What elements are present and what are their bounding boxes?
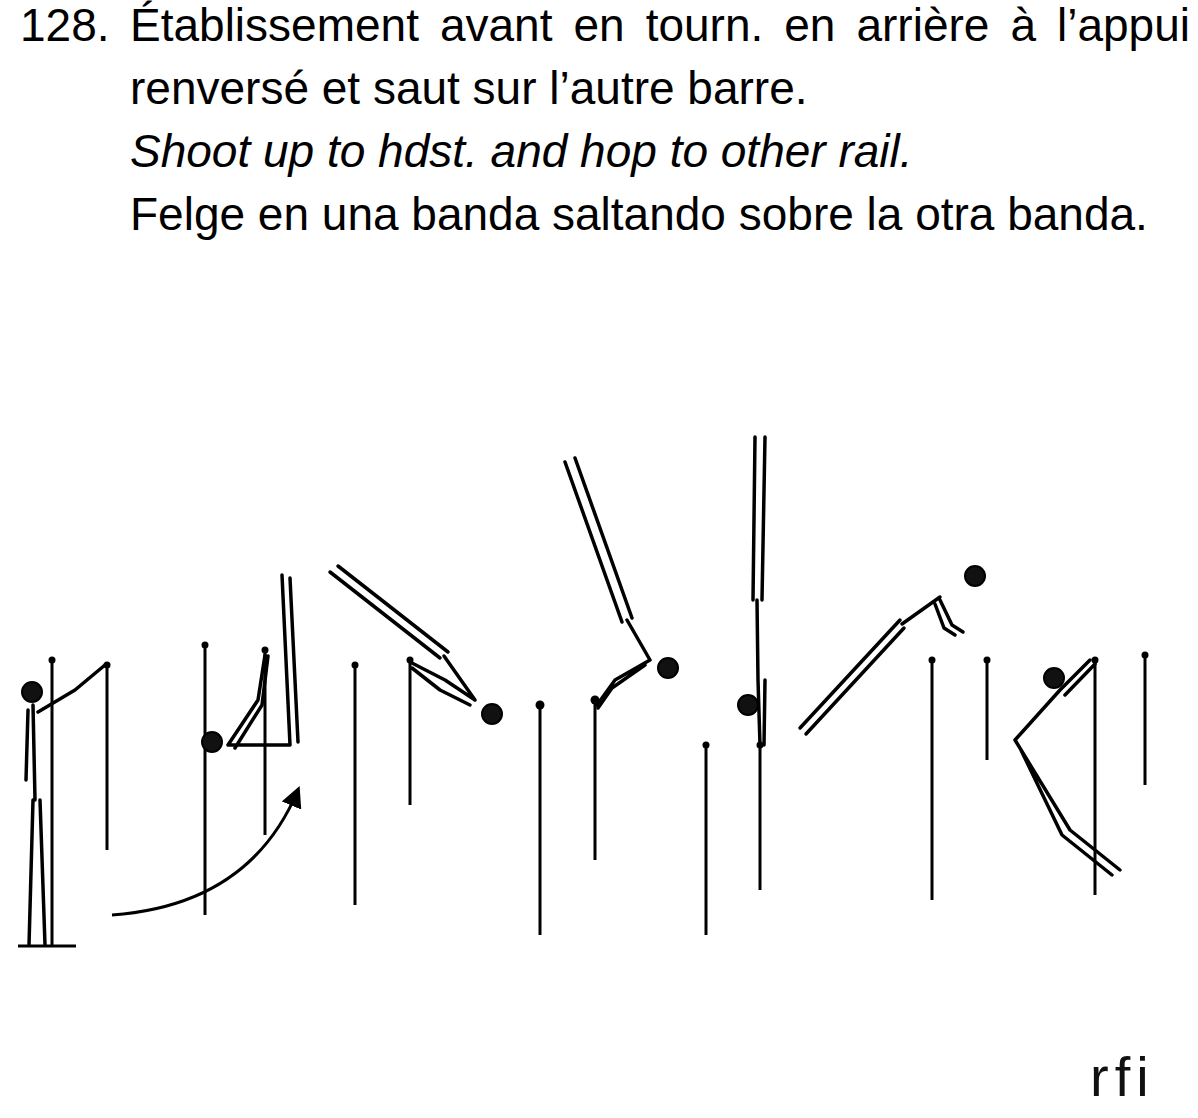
french-description: Établissement avant en tourn. en arrière… — [130, 0, 1190, 120]
parallel-bars — [49, 642, 1149, 946]
watermark: rfi — [1090, 1046, 1155, 1108]
gymnast-figure-6 — [800, 566, 985, 734]
floor-line — [18, 945, 76, 948]
english-description: Shoot up to hdst. and hop to other rail. — [130, 120, 1190, 183]
gymnast-figure-7 — [1015, 660, 1120, 875]
gymnast-figure-1 — [22, 665, 105, 945]
gymnast-figure-3 — [330, 566, 502, 724]
gymnast-figure-4 — [565, 458, 678, 708]
description-block: Établissement avant en tourn. en arrière… — [130, 0, 1190, 246]
spanish-description: Felge en una banda saltando sobre la otr… — [130, 183, 1190, 246]
gymnast-figure-5 — [738, 437, 765, 745]
swing-arrow — [112, 790, 298, 915]
gymnast-figure-2 — [202, 575, 298, 752]
item-number: 128. — [20, 0, 110, 57]
